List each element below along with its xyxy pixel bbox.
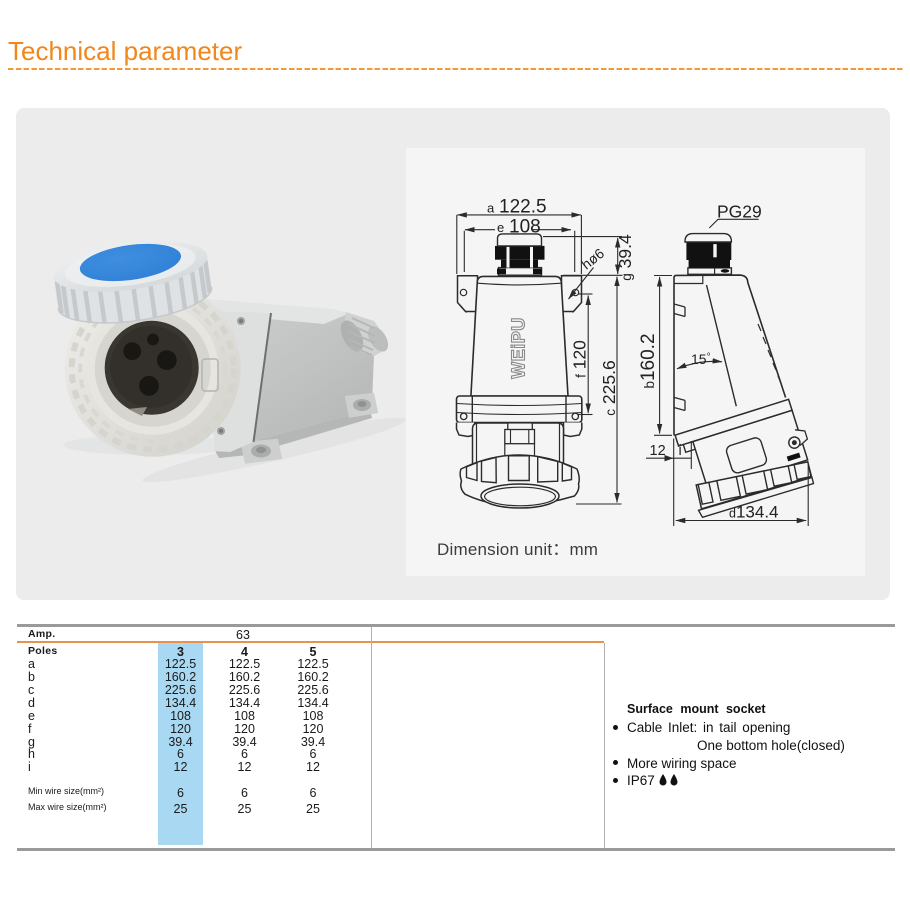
svg-text:e: e (497, 220, 504, 235)
svg-text:108: 108 (509, 217, 541, 238)
svg-text:f 120: f 120 (570, 340, 590, 378)
svg-text:i: i (679, 443, 682, 459)
svg-text:122.5: 122.5 (499, 197, 547, 218)
svg-text:12: 12 (650, 443, 666, 459)
svg-text:b160.2: b160.2 (638, 333, 659, 388)
svg-text:PG29: PG29 (717, 202, 762, 222)
svg-text:c 225.6: c 225.6 (599, 360, 619, 415)
svg-text:15°: 15° (691, 351, 711, 367)
svg-text:g 39.4: g 39.4 (615, 234, 635, 281)
svg-text:a: a (487, 201, 495, 216)
svg-text:hø6: hø6 (578, 245, 607, 273)
svg-text:d134.4: d134.4 (729, 503, 779, 522)
svg-text:WEiPU: WEiPU (508, 317, 528, 379)
